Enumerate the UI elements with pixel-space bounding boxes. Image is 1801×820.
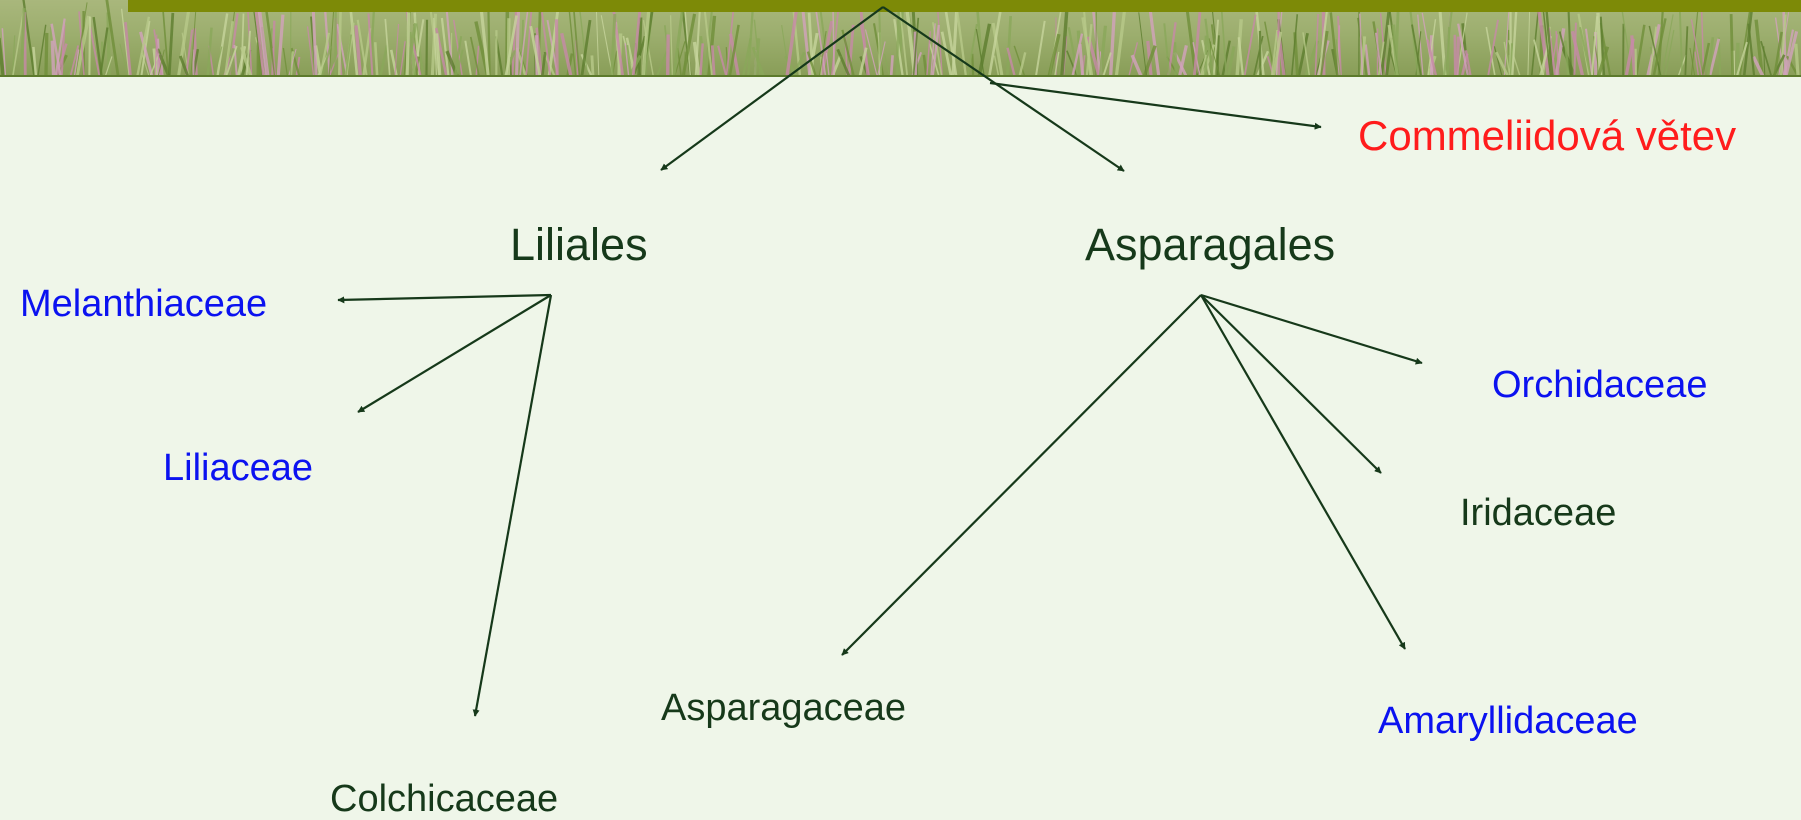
arrow-asparagales-to-asparagaceae (842, 295, 1201, 655)
node-colchicaceae: Colchicaceae (330, 780, 558, 818)
node-melanthiaceae: Melanthiaceae (20, 285, 267, 323)
arrow-root-to-asparagales (883, 7, 1124, 171)
node-asparagaceae: Asparagaceae (661, 689, 906, 727)
node-orchidaceae: Orchidaceae (1492, 366, 1707, 404)
arrow-liliales-to-liliaceae (358, 295, 551, 412)
node-iridaceae: Iridaceae (1460, 494, 1616, 532)
node-commeliid-branch: Commeliidová větev (1358, 115, 1736, 157)
node-liliales: Liliales (510, 222, 648, 267)
node-liliaceae: Liliaceae (163, 449, 313, 487)
arrow-liliales-to-melanthiaceae (338, 295, 551, 300)
node-asparagales: Asparagales (1085, 222, 1335, 267)
arrow-root-to-liliales (661, 7, 883, 170)
node-amaryllidaceae: Amaryllidaceae (1378, 702, 1638, 740)
arrow-root-to-commeliid (990, 83, 1321, 127)
arrow-liliales-to-colchicaceae (475, 295, 551, 716)
